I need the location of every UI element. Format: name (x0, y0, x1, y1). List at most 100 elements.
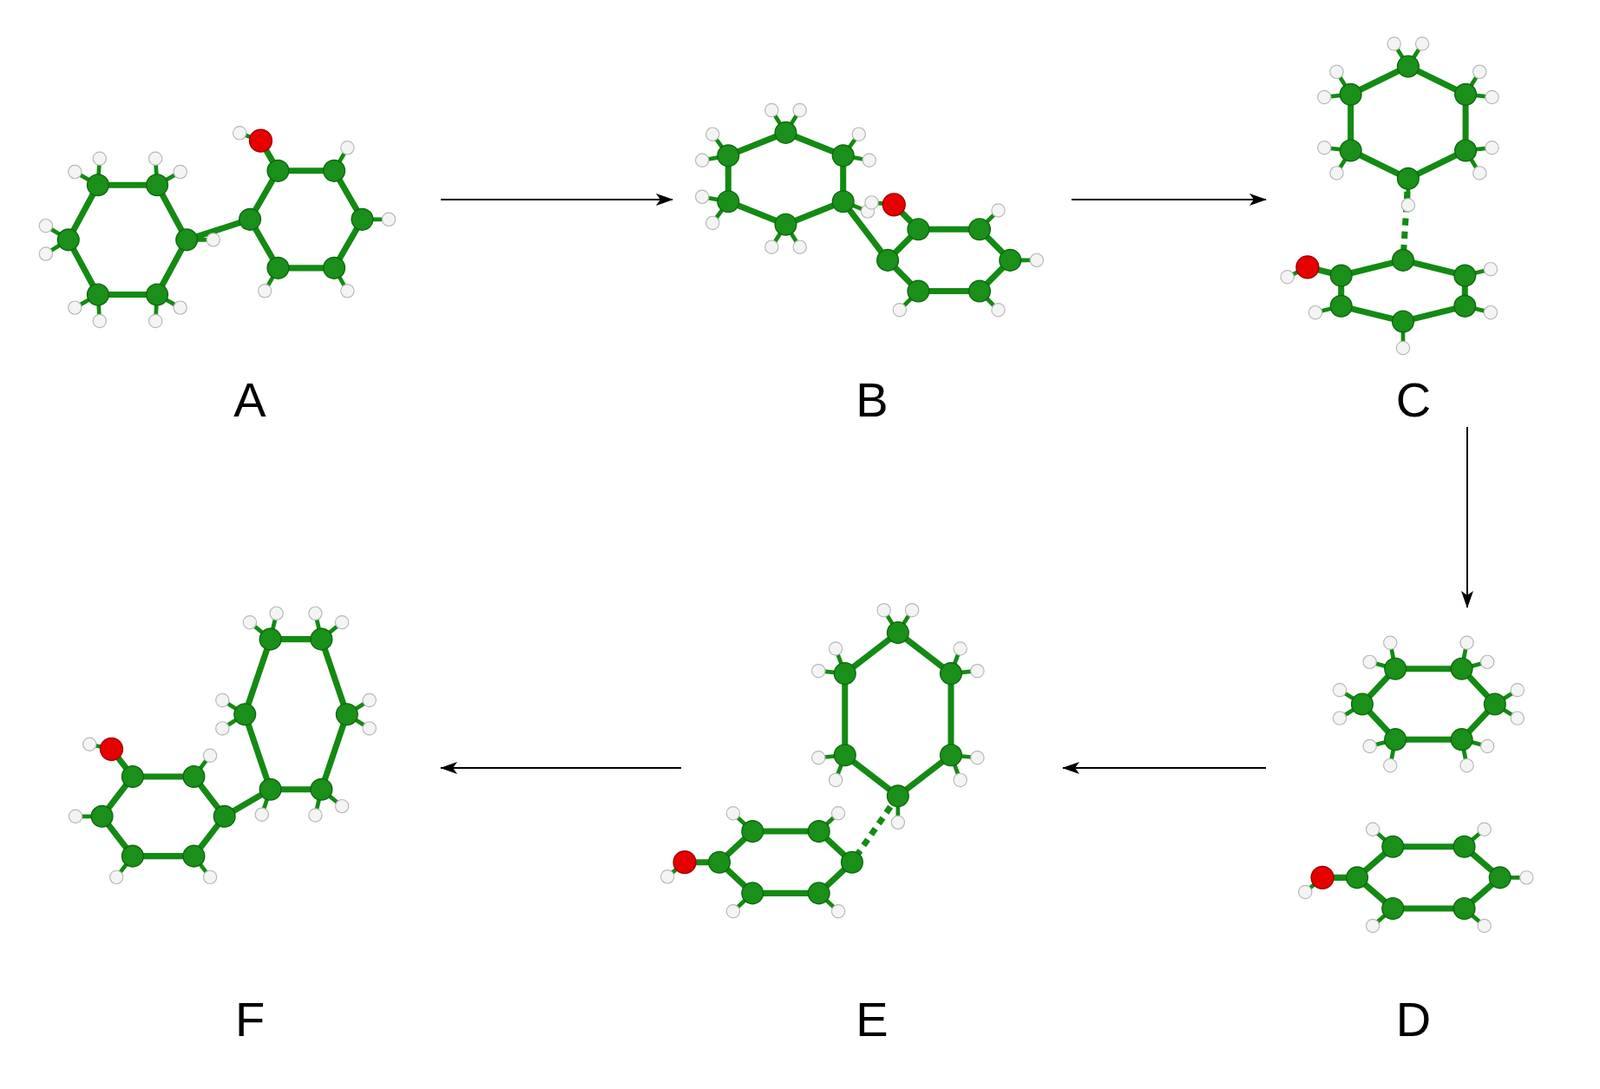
molecule-panel: B (672, 95, 1072, 427)
carbon-atom (708, 851, 731, 873)
hydrogen-atom (1332, 711, 1346, 725)
bonds (701, 110, 1037, 310)
carbon-atom (259, 628, 282, 650)
hydrogen-atom (862, 153, 876, 167)
oxygen-atom (100, 737, 124, 761)
oxygen-atom (1311, 865, 1334, 889)
carbon-atom (1339, 139, 1362, 162)
hydrogen-atom (877, 603, 891, 617)
hydrogen-atom (1396, 340, 1410, 355)
carbon-atom (1453, 898, 1476, 920)
hydrogen-atom (1318, 90, 1332, 104)
carbon-atom (832, 144, 854, 167)
bond-stick (321, 639, 347, 715)
molecule-group (39, 37, 1534, 933)
carbon-atom (122, 766, 145, 788)
carbon-atom (1397, 167, 1420, 190)
hydrogen-atom (216, 721, 230, 735)
molecule (661, 603, 984, 919)
hydrogen-atom (991, 303, 1005, 317)
hydrogen-atom (831, 904, 845, 919)
carbon-atom (717, 144, 740, 167)
carbon-atom (234, 703, 256, 726)
carbon-atom (969, 218, 991, 241)
bonds (1304, 642, 1527, 926)
bond-stick (321, 714, 347, 790)
carbon-atom (907, 280, 930, 302)
molecule (68, 606, 376, 884)
hydrogen-atom (334, 799, 348, 813)
carbon-atom (1454, 264, 1476, 287)
hydrogen-atom (308, 808, 322, 822)
oxygens (882, 193, 905, 217)
hydrogen-atom (828, 642, 842, 656)
hydrogen-atom (92, 314, 106, 328)
carbons (717, 122, 1022, 302)
oxygens (673, 851, 696, 874)
carbon-atom (1382, 835, 1404, 858)
hydrogen-atom (1383, 636, 1397, 650)
carbon-atom (1454, 295, 1476, 317)
carbon-atom (774, 213, 797, 236)
hydrogen-atom (206, 233, 220, 247)
carbon-atom (841, 851, 864, 873)
hydrogen-atom (68, 809, 82, 823)
carbon-atom (833, 662, 856, 685)
hydrogen-atom (203, 748, 217, 762)
carbon-atom (741, 820, 764, 843)
carbon-atom (1382, 898, 1404, 920)
carbon-atom (807, 820, 830, 843)
carbon-atom (999, 249, 1022, 272)
carbon-atom (87, 283, 110, 306)
hydrogen-atom (765, 240, 779, 254)
carbon-atom (1330, 264, 1352, 287)
carbon-atom (1384, 728, 1407, 751)
hydrogen-atom (812, 664, 826, 678)
carbons (91, 628, 358, 867)
bond-stick (947, 673, 954, 755)
carbon-atom (774, 122, 797, 145)
panel-label: A (59, 373, 441, 427)
carbon-atom (183, 766, 205, 788)
hydrogen-atom (1460, 636, 1474, 650)
molecule (1280, 37, 1499, 355)
carbon-atom (176, 229, 198, 251)
hydrogen-atom (1481, 739, 1495, 753)
hydrogen-atom (149, 314, 163, 328)
bond-stick (1403, 178, 1409, 261)
hydrogen-atom (173, 164, 187, 178)
reaction-arrow (440, 198, 673, 201)
hydrogen-atom (991, 203, 1005, 217)
hydrogen-atom (706, 127, 720, 141)
hydrogen-atom (1365, 822, 1379, 836)
oxygens (1311, 865, 1334, 889)
carbon-atom (146, 174, 169, 197)
hydrogen-atom (1460, 759, 1474, 773)
hydrogen-atom (1308, 306, 1322, 320)
hydrogen-atom (308, 606, 322, 620)
reaction-arrow (1071, 198, 1266, 201)
hydrogen-atom (953, 773, 967, 787)
hydrogen-atom (1477, 822, 1491, 836)
carbon-atom (259, 778, 282, 800)
hydrogens (68, 606, 376, 884)
carbon-atom (87, 174, 110, 197)
hydrogen-atom (970, 751, 984, 765)
bonds (1287, 44, 1493, 349)
hydrogen-atom (970, 664, 984, 678)
hydrogen-atom (39, 219, 53, 233)
hydrogen-atom (216, 693, 230, 707)
carbon-atom (1392, 249, 1415, 272)
oxygens (1296, 255, 1319, 279)
carbon-atom (907, 218, 930, 241)
carbon-atom (1483, 693, 1506, 715)
hydrogen-atom (865, 196, 879, 210)
carbon-atom (887, 622, 910, 644)
molecule (695, 103, 1044, 317)
hydrogen-atom (269, 606, 283, 620)
hydrogen-atom (68, 301, 82, 315)
carbon-atom (335, 703, 358, 726)
hydrogen-atom (1318, 141, 1332, 155)
panel-label: F (59, 992, 441, 1047)
